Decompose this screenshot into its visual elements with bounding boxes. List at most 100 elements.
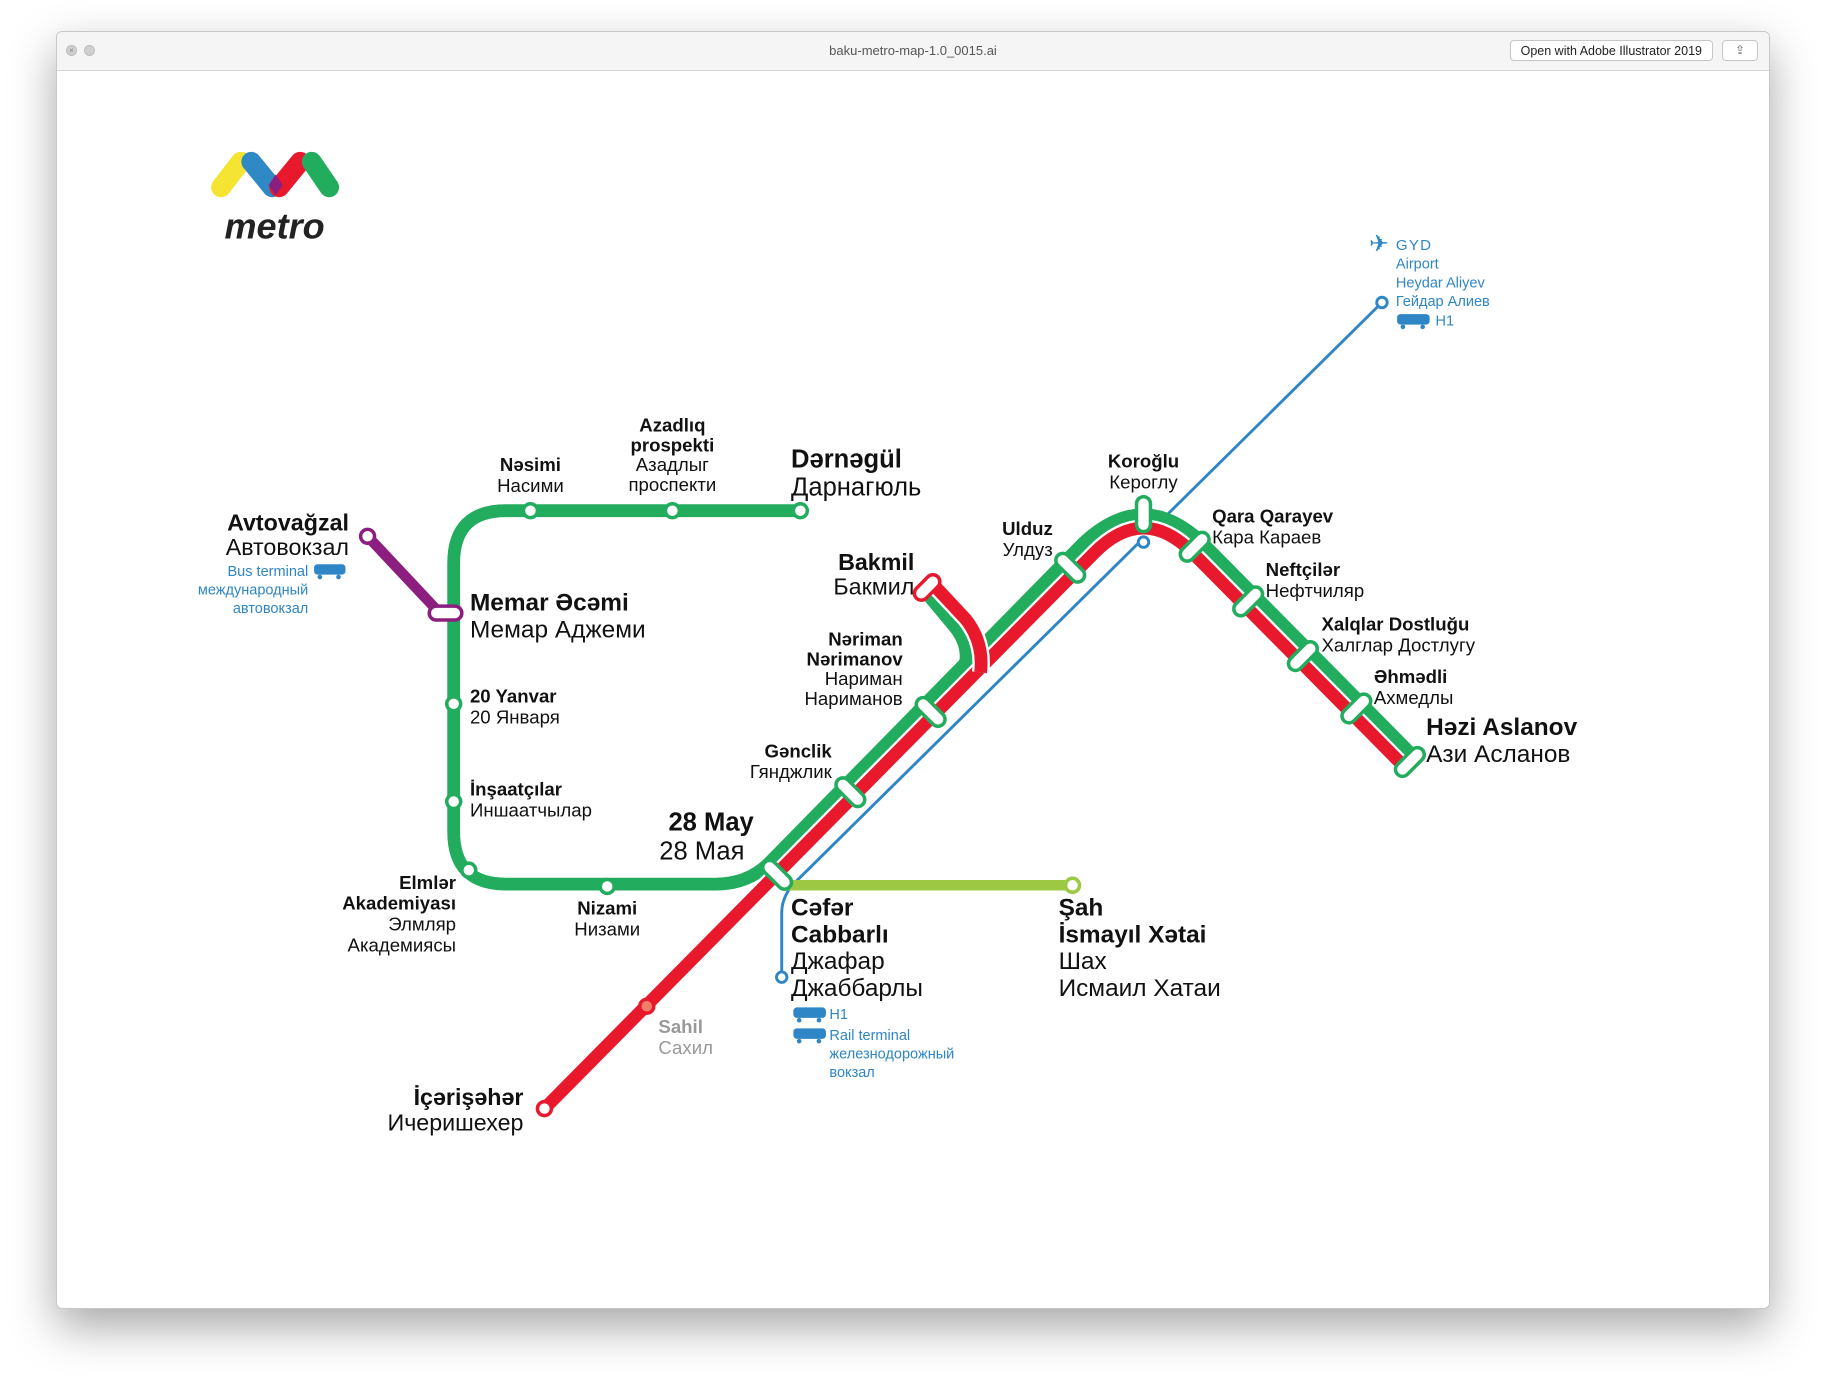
label-nizami: Nizami xyxy=(577,897,637,918)
bus-stop-airport[interactable] xyxy=(1375,295,1389,310)
label-elmlar-1: Elmlər xyxy=(399,872,456,893)
label-28-may: 28 May xyxy=(668,809,754,837)
label-airport-bus: H1 xyxy=(1435,314,1454,330)
label-airport-az: Heydar Aliyev xyxy=(1396,275,1486,291)
label-rail-ru-2: вокзал xyxy=(829,1065,874,1081)
label-shah-ru-1: Шах xyxy=(1059,948,1107,975)
label-neftchilar: Neftçilər xyxy=(1266,559,1340,580)
label-azadliq-ru-1: Азадлыг xyxy=(636,454,709,475)
label-jafar-ru-2: Джаббарлы xyxy=(791,975,923,1002)
label-narimanov-2: Nərimanov xyxy=(807,648,904,669)
label-nasimi-ru: Насими xyxy=(497,475,564,496)
bus-icon xyxy=(314,564,346,580)
title-bar: × baku-metro-map-1.0_0015.ai Open with A… xyxy=(57,32,1769,71)
station-neftchilar[interactable] xyxy=(1231,584,1266,619)
station-bakmil[interactable] xyxy=(911,572,942,603)
label-hazi-aslanov-ru: Ази Асланов xyxy=(1426,741,1570,768)
label-ganjlik: Gənclik xyxy=(765,740,833,761)
bus-icon xyxy=(793,1007,826,1023)
label-nizami-ru: Низами xyxy=(574,918,640,939)
station-ganjlik[interactable] xyxy=(833,775,868,810)
label-jafar-2: Cabbarlı xyxy=(791,921,889,948)
label-ahmadli: Əhmədli xyxy=(1374,666,1447,687)
label-bus-terminal-ru-1: международный xyxy=(198,582,308,598)
window-title: baku-metro-map-1.0_0015.ai xyxy=(829,43,997,58)
viewer-window: × baku-metro-map-1.0_0015.ai Open with A… xyxy=(56,31,1770,1309)
station-xalqlar-dostlugu[interactable] xyxy=(1286,639,1321,674)
label-koroglu-ru: Кероглу xyxy=(1109,472,1178,493)
station-azadliq[interactable] xyxy=(663,501,682,520)
station-nizami[interactable] xyxy=(598,877,616,896)
red-bakmil-branch-stroke xyxy=(925,577,988,674)
airplane-icon: ✈ xyxy=(1369,230,1388,256)
label-28-may-ru: 28 Мая xyxy=(659,838,744,866)
bus-stop-rail[interactable] xyxy=(775,970,789,984)
station-nasimi[interactable] xyxy=(521,501,540,520)
station-shah-ismayil-xatai[interactable] xyxy=(1063,876,1082,894)
bus-stop-koroglu[interactable] xyxy=(1136,535,1151,549)
label-ulduz-ru: Улдуз xyxy=(1003,539,1053,560)
station-sahil-closed[interactable] xyxy=(638,997,656,1015)
station-memar-ajami[interactable] xyxy=(427,604,464,622)
label-rail-bus: H1 xyxy=(829,1007,848,1023)
label-20-yanvar: 20 Yanvar xyxy=(470,686,557,707)
station-inshaatchilar[interactable] xyxy=(444,792,463,811)
label-shah-1: Şah xyxy=(1059,895,1104,922)
label-narimanov-ru-2: Нариманов xyxy=(804,688,902,709)
label-xalqlar-ru: Халглар Достлугу xyxy=(1321,634,1475,655)
station-20-yanvar[interactable] xyxy=(444,695,463,713)
label-elmlar-ru-2: Академиясы xyxy=(348,935,456,956)
label-neftchilar-ru: Нефтчиляр xyxy=(1266,580,1365,601)
label-shah-ru-2: Исмаил Хатаи xyxy=(1059,975,1221,1002)
label-ulduz: Ulduz xyxy=(1002,518,1053,539)
line-3-purple xyxy=(363,532,444,617)
label-azadliq-2: prospekti xyxy=(630,434,714,455)
station-hazi-aslanov[interactable] xyxy=(1393,745,1428,780)
label-20-yanvar-ru: 20 Января xyxy=(470,707,560,728)
label-memar-ajami: Memar Əcəmi xyxy=(470,590,629,617)
label-inshaatchilar: İnşaatçılar xyxy=(470,779,562,800)
interchange-stations xyxy=(427,494,1428,893)
station-elmlar[interactable] xyxy=(460,861,478,879)
label-ahmadli-ru: Ахмедлы xyxy=(1374,687,1454,708)
logo-text: metro xyxy=(225,206,325,247)
label-qara-qarayev-ru: Кара Караев xyxy=(1212,526,1321,547)
label-xalqlar: Xalqlar Dostluğu xyxy=(1321,614,1469,635)
share-button[interactable]: ⇪ xyxy=(1722,40,1758,61)
label-memar-ajami-ru: Мемар Аджеми xyxy=(470,617,646,644)
label-rail-terminal: Rail terminal xyxy=(829,1028,910,1044)
bus-icon xyxy=(793,1028,826,1044)
label-darnagul-ru: Дарнагюль xyxy=(791,474,921,502)
station-icherisheher[interactable] xyxy=(535,1099,554,1118)
label-azadliq-1: Azadlıq xyxy=(639,415,705,436)
label-icherisheher-ru: Ичеришехер xyxy=(387,1110,523,1136)
label-bakmil: Bakmil xyxy=(838,549,914,575)
station-avtovagzal[interactable] xyxy=(358,527,377,546)
label-shah-2: İsmayıl Xətai xyxy=(1059,921,1207,948)
label-sahil-ru: Сахил xyxy=(658,1037,713,1058)
stations xyxy=(358,295,1389,1118)
bus-icon xyxy=(1397,314,1430,330)
label-airport-ru: Гейдар Алиев xyxy=(1396,294,1490,310)
close-button[interactable]: × xyxy=(66,45,77,56)
label-icherisheher: İçərişəhər xyxy=(414,1084,524,1110)
label-jafar-1: Cəfər xyxy=(791,895,854,922)
station-koroglu[interactable] xyxy=(1134,494,1153,534)
fullscreen-button[interactable] xyxy=(84,45,95,56)
station-28-may[interactable] xyxy=(760,858,795,893)
label-qara-qarayev: Qara Qarayev xyxy=(1212,505,1334,526)
label-inshaatchilar-ru: Иншаатчылар xyxy=(470,800,592,821)
station-qara-qarayev[interactable] xyxy=(1177,529,1212,564)
label-bakmil-ru: Бакмил xyxy=(833,573,914,599)
station-darnagul[interactable] xyxy=(791,501,810,520)
label-ganjlik-ru: Гянджлик xyxy=(750,761,833,782)
label-bus-terminal: Bus terminal xyxy=(227,564,308,580)
label-bus-terminal-ru-2: автовокзал xyxy=(233,601,308,617)
station-ahmadli[interactable] xyxy=(1339,691,1374,726)
label-darnagul: Dərnəgül xyxy=(791,446,902,474)
label-jafar-ru-1: Джафар xyxy=(791,948,885,975)
label-nasimi: Nəsimi xyxy=(500,454,561,475)
station-ulduz[interactable] xyxy=(1053,550,1088,585)
open-with-illustrator-button[interactable]: Open with Adobe Illustrator 2019 xyxy=(1509,40,1713,61)
